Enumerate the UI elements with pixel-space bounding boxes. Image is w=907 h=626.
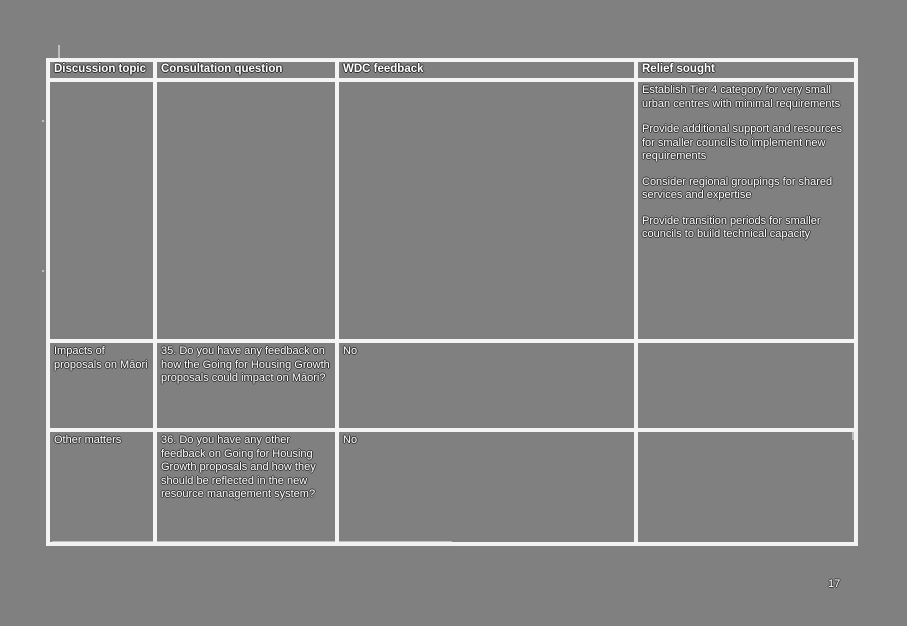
table-row: Other matters 36. Do you have any other … [48, 430, 856, 544]
page-number: 17 [828, 578, 841, 590]
table-header: Discussion topic Consultation question W… [48, 60, 856, 80]
cell-discussion-topic: Other matters [48, 430, 155, 544]
column-header-relief-sought: Relief sought [636, 60, 856, 80]
cell-wdc-feedback: No [337, 341, 636, 430]
scan-artifact [42, 120, 44, 122]
consultation-feedback-table: Discussion topic Consultation question W… [48, 60, 856, 544]
cell-consultation-question: 35. Do you have any feedback on how the … [155, 341, 337, 430]
cell-discussion-topic [48, 80, 155, 341]
relief-paragraph: Establish Tier 4 category for very small… [642, 84, 841, 110]
cell-wdc-feedback: No [337, 430, 636, 544]
column-header-consultation-question: Consultation question [155, 60, 337, 80]
cell-relief-sought [636, 341, 856, 430]
relief-paragraph: Provide transition periods for smaller c… [642, 214, 821, 241]
column-header-discussion-topic: Discussion topic [48, 60, 155, 80]
cell-consultation-question [155, 80, 337, 341]
table-header-row: Discussion topic Consultation question W… [48, 60, 856, 80]
scan-artifact [58, 45, 60, 59]
wdc-feedback-text: No [343, 345, 358, 357]
relief-paragraph: Provide additional support and resources… [642, 123, 842, 162]
discussion-topic-text: Impacts of proposals on Māori [54, 345, 148, 371]
cell-wdc-feedback [337, 80, 636, 341]
consultation-question-text: 36. Do you have any other feedback on Go… [161, 434, 316, 500]
relief-paragraph: Consider regional groupings for shared s… [642, 175, 833, 202]
cell-relief-sought: Establish Tier 4 category for very small… [636, 80, 856, 341]
consultation-question-text: 35. Do you have any feedback on how the … [161, 345, 330, 384]
table-body: Establish Tier 4 category for very small… [48, 80, 856, 544]
table-row: Establish Tier 4 category for very small… [48, 80, 856, 341]
table-row: Impacts of proposals on Māori 35. Do you… [48, 341, 856, 430]
cell-relief-sought [636, 430, 856, 544]
column-header-wdc-feedback: WDC feedback [337, 60, 636, 80]
scan-artifact [42, 270, 44, 272]
wdc-feedback-text: No [343, 434, 358, 446]
cell-discussion-topic: Impacts of proposals on Māori [48, 341, 155, 430]
discussion-topic-text: Other matters [54, 434, 122, 446]
cell-consultation-question: 36. Do you have any other feedback on Go… [155, 430, 337, 544]
